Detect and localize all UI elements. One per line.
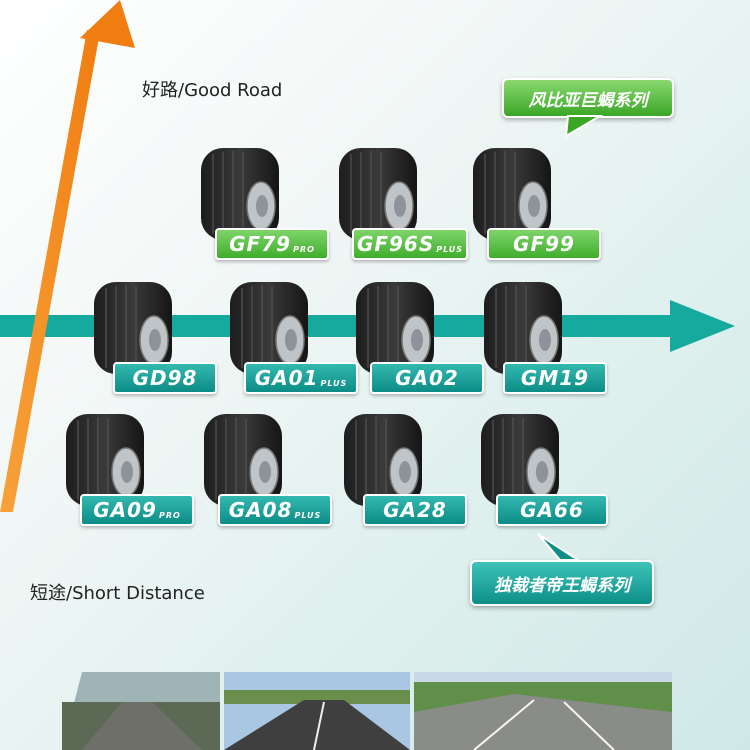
road-photo-3 bbox=[414, 672, 672, 750]
tire-model-suffix: PLUS bbox=[436, 244, 464, 254]
tire-item[interactable] bbox=[338, 412, 428, 508]
tire-item[interactable] bbox=[478, 280, 568, 376]
tire-item[interactable] bbox=[333, 146, 423, 242]
tire-model-name: GA01 bbox=[254, 366, 319, 390]
tire-item[interactable] bbox=[60, 412, 150, 508]
tire-model-name: GA28 bbox=[383, 498, 447, 522]
tire-model-tag: GF99 bbox=[487, 228, 601, 260]
tire-item[interactable] bbox=[475, 412, 565, 508]
tire-model-tag: GA28 bbox=[363, 494, 467, 526]
short-distance-label: 短途/Short Distance bbox=[30, 583, 205, 604]
series-callout-green-text: 风比亚巨蝎系列 bbox=[528, 90, 648, 111]
road-photo-2 bbox=[224, 672, 410, 750]
road-photo-1-graphic bbox=[62, 672, 220, 750]
tire-item[interactable] bbox=[467, 146, 557, 242]
series-callout-green: 风比亚巨蝎系列 bbox=[502, 78, 674, 118]
tire-icon bbox=[356, 282, 434, 374]
tire-item[interactable] bbox=[350, 280, 440, 376]
tire-icon bbox=[481, 414, 559, 506]
tire-model-tag: GM19 bbox=[503, 362, 607, 394]
tire-model-name: GA09 bbox=[93, 498, 157, 522]
tire-model-name: GA66 bbox=[520, 498, 584, 522]
tire-icon bbox=[201, 148, 279, 240]
road-photo-2-graphic bbox=[224, 672, 410, 750]
good-road-label: 好路/Good Road bbox=[142, 80, 283, 101]
series-callout-teal: 独裁者帝王蝎系列 bbox=[470, 560, 654, 606]
tire-model-tag: GA66 bbox=[496, 494, 608, 526]
tire-model-name: GF96S bbox=[356, 232, 435, 256]
tire-model-suffix: PRO bbox=[293, 244, 315, 254]
tire-icon bbox=[230, 282, 308, 374]
tire-icon bbox=[339, 148, 417, 240]
tire-model-suffix: PRO bbox=[158, 510, 181, 520]
tire-item[interactable] bbox=[195, 146, 285, 242]
tire-item[interactable] bbox=[224, 280, 314, 376]
tire-model-name: GA02 bbox=[395, 366, 459, 390]
tire-icon bbox=[94, 282, 172, 374]
road-photo-3-graphic bbox=[414, 672, 672, 750]
tire-icon bbox=[344, 414, 422, 506]
tire-model-name: GF79 bbox=[229, 232, 292, 256]
tire-item[interactable] bbox=[198, 412, 288, 508]
tire-model-name: GF99 bbox=[513, 232, 575, 256]
tire-icon bbox=[204, 414, 282, 506]
vertical-arrow bbox=[0, 0, 135, 512]
tire-icon bbox=[473, 148, 551, 240]
road-photo-1 bbox=[62, 672, 220, 750]
tire-icon bbox=[484, 282, 562, 374]
series-callout-teal-text: 独裁者帝王蝎系列 bbox=[494, 575, 630, 596]
tire-model-name: GD98 bbox=[132, 366, 198, 390]
tire-model-tag: GD98 bbox=[113, 362, 217, 394]
tire-icon bbox=[66, 414, 144, 506]
tire-model-tag: GA02 bbox=[370, 362, 484, 394]
tire-model-name: GA08 bbox=[228, 498, 293, 522]
tire-item[interactable] bbox=[88, 280, 178, 376]
tire-model-suffix: PLUS bbox=[294, 510, 322, 520]
tire-model-name: GM19 bbox=[520, 366, 590, 390]
tire-model-suffix: PLUS bbox=[320, 378, 348, 388]
